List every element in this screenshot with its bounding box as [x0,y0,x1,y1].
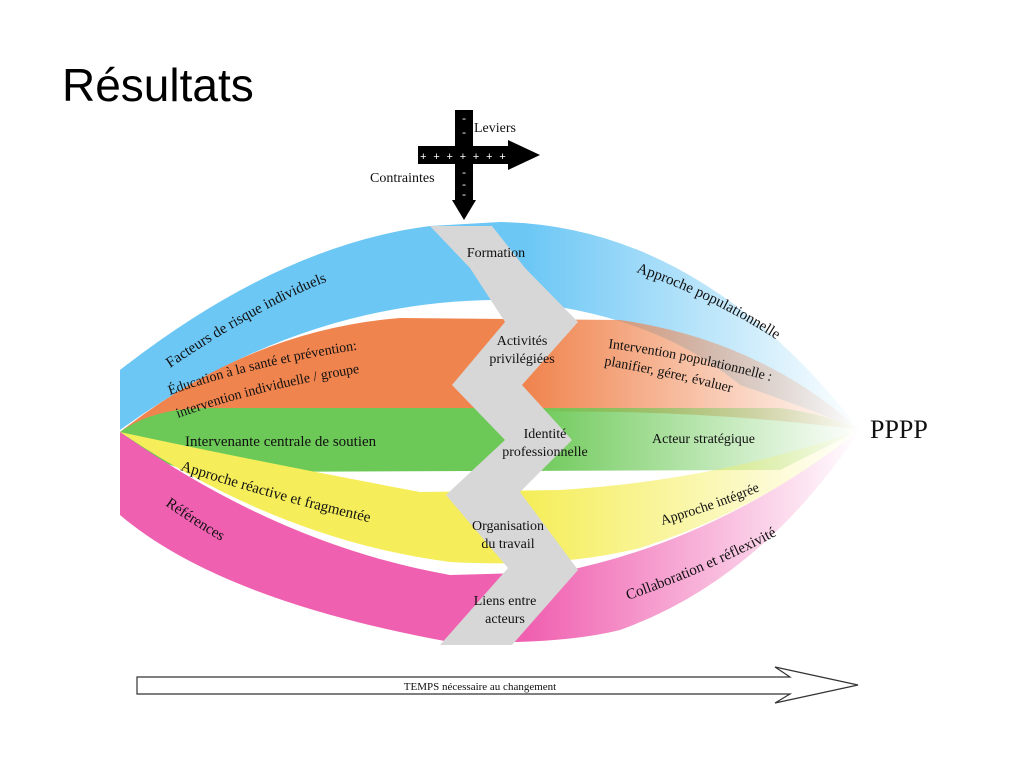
center-item-2-line-2: privilégiées [489,352,554,367]
center-item-2-line-1: Activités [497,334,548,349]
horizontal-axis-bar [418,146,510,164]
down-arrow-head [452,200,476,220]
constraints-label: Contraintes [370,171,435,186]
horizontal-plus-marks: + + + + + + + [420,152,506,164]
center-item-5-line-2: acteurs [485,612,525,627]
time-arrow: TEMPS nécessaire au changement [136,666,859,704]
levers-label: Leviers [474,121,516,136]
vertical-minus-mark: - [461,168,468,180]
time-arrow-label: TEMPS nécessaire au changement [404,681,556,693]
goal-label: PPPP [870,415,928,444]
band-blue [120,222,860,430]
vertical-minus-mark: - [461,190,468,202]
vertical-minus-mark: - [461,128,468,140]
band-pink [120,430,860,643]
levers-constraints-cross: + + + + + + + ----- Leviers Contraintes [370,110,540,220]
time-arrow-shape [136,666,859,704]
band-3-right-label: Acteur stratégique [652,432,755,447]
center-item-3-line-1: Identité [524,427,567,442]
center-zigzag [430,226,578,645]
center-item-3-line-2: professionnelle [502,445,588,460]
center-item-1-line-1: Formation [467,246,525,261]
center-item-4-line-2: du travail [481,537,534,552]
slide-title: Résultats [62,59,254,111]
center-item-4-line-1: Organisation [472,519,544,534]
vertical-minus-mark: - [461,180,468,192]
right-arrow-head [508,140,540,170]
band-3-left-label: Intervenante centrale de soutien [185,434,377,450]
center-item-5-line-1: Liens entre [474,594,537,609]
vertical-minus-marks: ----- [461,114,468,202]
vertical-minus-mark: - [461,114,468,126]
band-green [120,408,860,472]
